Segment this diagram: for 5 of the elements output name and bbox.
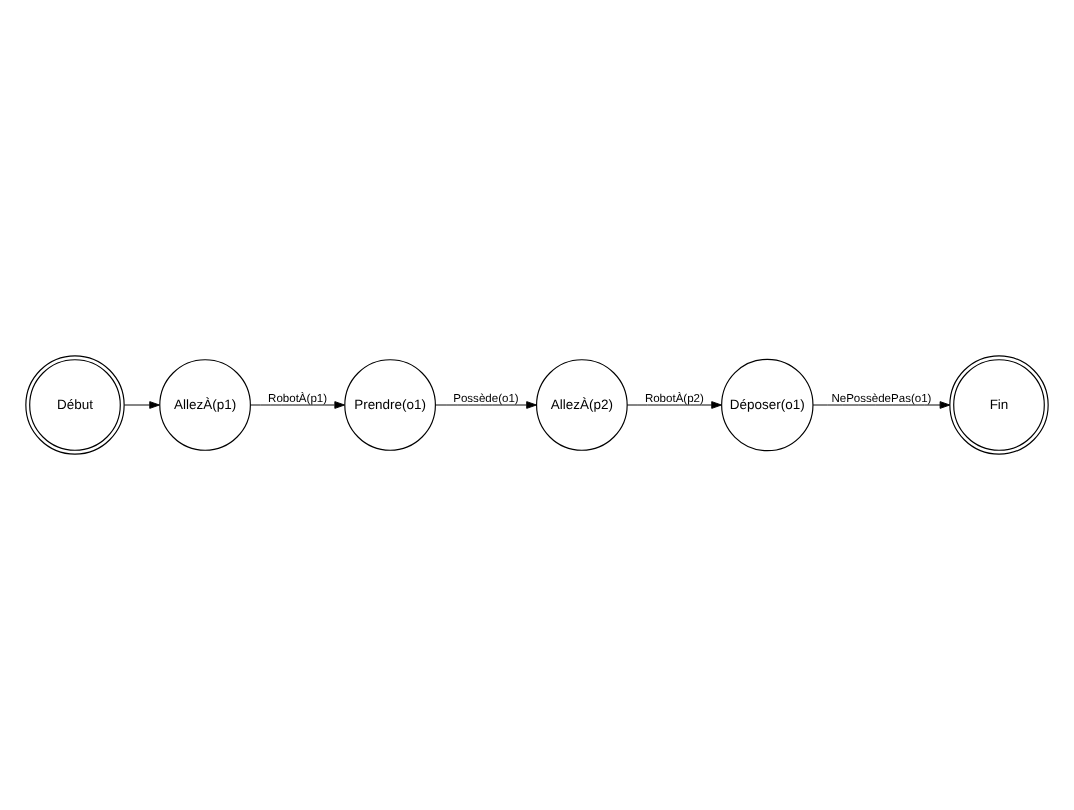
arrow [626, 401, 722, 409]
arrow [435, 401, 537, 409]
arrow [123, 401, 160, 409]
arrow [250, 401, 345, 409]
arrow [812, 401, 951, 409]
